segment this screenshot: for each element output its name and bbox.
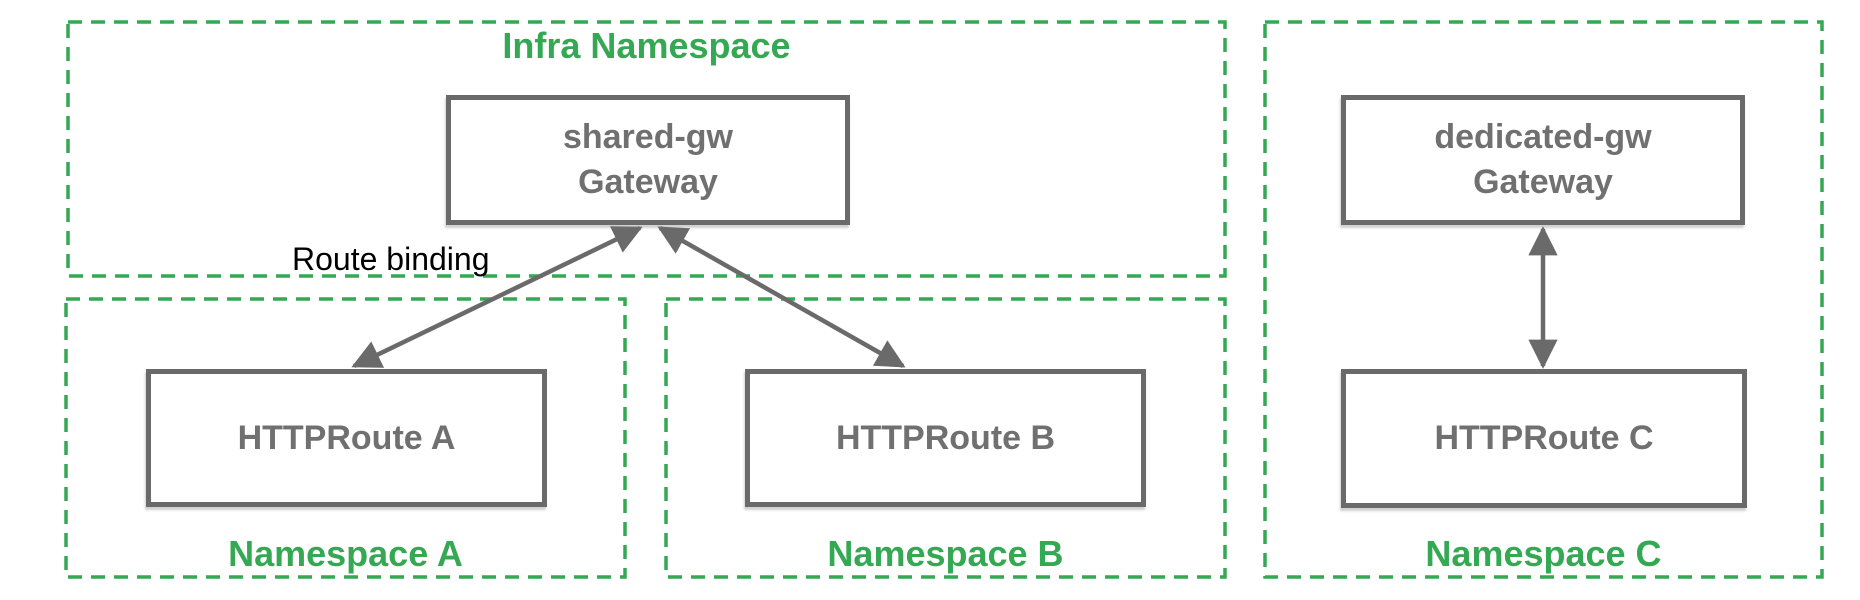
namespace-c-label: Namespace C (1425, 533, 1662, 574)
namespace-a-boundary (64, 297, 627, 579)
route-binding-arrow-a (351, 225, 643, 369)
dedicated-gw-name: dedicated-gw (1434, 118, 1652, 156)
httproute-a-label: HTTPRoute A (237, 418, 456, 457)
dedicated-gw-gateway-node: dedicated-gw Gateway (1341, 95, 1745, 225)
route-binding-annotation: Route binding (292, 241, 490, 277)
infra-namespace-boundary (66, 20, 1227, 278)
dedicated-gw-kind: Gateway (1473, 163, 1613, 201)
httproute-b-node: HTTPRoute B (745, 369, 1146, 507)
namespace-b-boundary (664, 297, 1227, 579)
httproute-c-label: HTTPRoute C (1434, 419, 1654, 457)
namespace-a-label: Namespace A (228, 533, 463, 574)
namespace-b-label: Namespace B (827, 533, 1064, 574)
shared-gw-kind: Gateway (578, 163, 718, 201)
shared-gw-gateway-node: shared-gw Gateway (446, 95, 850, 225)
httproute-b-label: HTTPRoute B (835, 418, 1056, 457)
httproute-c-node: HTTPRoute C (1341, 369, 1747, 508)
infra-namespace-label: Infra Namespace (502, 25, 791, 66)
namespace-c-boundary (1263, 20, 1824, 579)
httproute-a-node: HTTPRoute A (146, 369, 547, 507)
shared-gw-name: shared-gw (562, 118, 734, 156)
route-binding-arrow-b (657, 226, 906, 368)
